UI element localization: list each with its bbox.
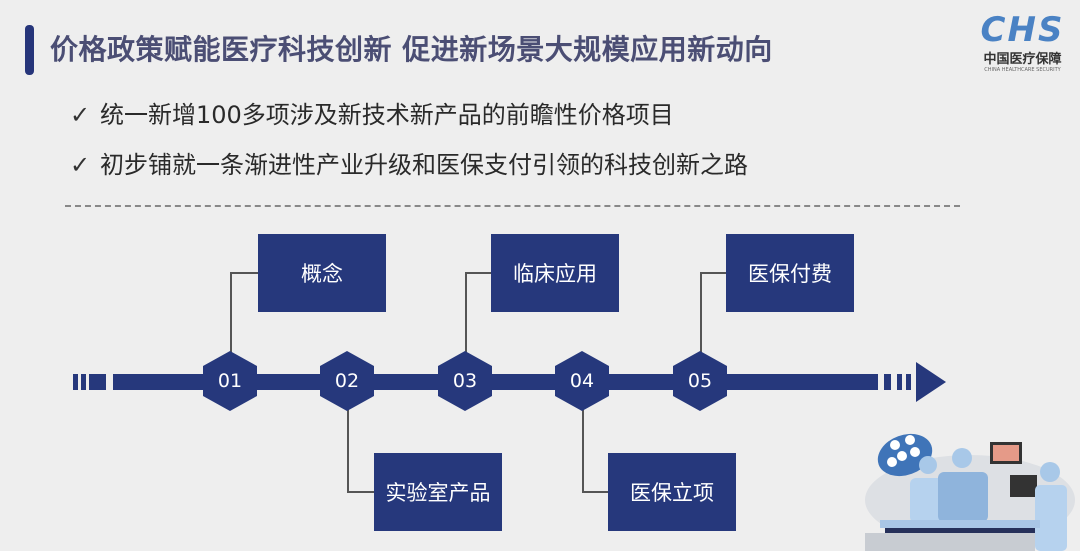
chs-logo: CHS 中国医疗保障 CHINA HEALTHCARE SECURITY [970, 12, 1075, 73]
connector-line [465, 272, 491, 274]
connector-line [465, 272, 467, 354]
check-icon: ✓ [70, 101, 91, 129]
surgery-illustration [865, 433, 1075, 551]
logo-cn: 中国医疗保障 [983, 52, 1062, 67]
connector-line [347, 491, 374, 493]
arrow-head-icon [916, 362, 946, 402]
step-box-insurance-project: 医保立项 [608, 453, 736, 531]
logo-en: CHINA HEALTHCARE SECURITY [984, 67, 1061, 73]
page-title: 价格政策赋能医疗科技创新 促进新场景大规模应用新动向 [50, 33, 773, 66]
check-icon: ✓ [70, 151, 91, 179]
step-box-clinical: 临床应用 [491, 234, 619, 312]
step-box-insurance-payment: 医保付费 [726, 234, 854, 312]
logo-mark: CHS [980, 10, 1065, 50]
step-box-concept: 概念 [258, 234, 386, 312]
step-hexagon-02: 02 [320, 351, 374, 411]
step-hexagon-05: 05 [673, 351, 727, 411]
dashed-divider [65, 205, 960, 207]
step-hexagon-03: 03 [438, 351, 492, 411]
title-accent-bar [25, 25, 34, 75]
connector-line [582, 491, 608, 493]
bullet-item: ✓ 初步铺就一条渐进性产业升级和医保支付引领的科技创新之路 [70, 145, 748, 180]
step-hexagon-04: 04 [555, 351, 609, 411]
connector-line [700, 272, 726, 274]
bullet-text: 统一新增100多项涉及新技术新产品的前瞻性价格项目 [100, 101, 674, 129]
connector-line [347, 410, 349, 492]
connector-line [230, 272, 258, 274]
connector-line [582, 410, 584, 492]
step-box-lab-product: 实验室产品 [374, 453, 502, 531]
connector-line [230, 272, 232, 354]
bullet-item: ✓ 统一新增100多项涉及新技术新产品的前瞻性价格项目 [70, 95, 674, 130]
connector-line [700, 272, 702, 354]
bullet-text: 初步铺就一条渐进性产业升级和医保支付引领的科技创新之路 [100, 151, 748, 179]
step-hexagon-01: 01 [203, 351, 257, 411]
